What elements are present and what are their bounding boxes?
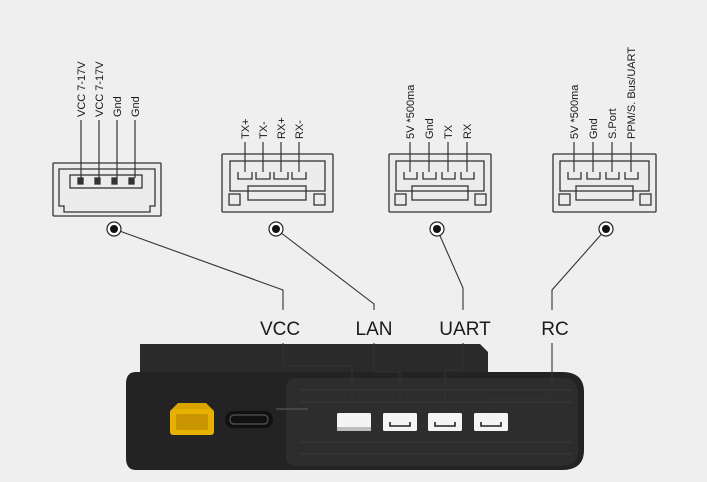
port-label-rc: RC [541,319,568,340]
device-ribs [300,389,572,455]
pin-label: VCC 7-17V [94,61,106,117]
pin-labels-uart: 5V *500ma Gnd TX RX [405,84,474,139]
device-socket-vcc [337,413,371,431]
leader-uart [436,228,464,310]
marker-dot-lan [268,221,284,237]
connector-vcc [52,162,162,217]
pin-labels-lan: TX+ TX- RX+ RX- [240,117,306,139]
pin-label: RX- [294,120,306,139]
pin-label: Gnd [112,96,124,117]
port-label-lan: LAN [356,319,393,340]
device-socket-lan [383,413,417,431]
pin-label: VCC 7-17V [76,61,88,117]
pin-label: RX+ [276,117,288,139]
leader-lan [275,228,375,310]
marker-dot-uart [429,221,445,237]
port-label-uart: UART [439,319,491,340]
pin-leads [80,120,632,178]
leader-uart-lower [444,343,464,413]
pin-label: RX [462,123,474,139]
usb-c-port [225,408,308,428]
pin-label: Gnd [130,96,142,117]
device-socket-rc [474,413,508,431]
marker-dot-rc [598,221,614,237]
pin-label: TX+ [240,119,252,139]
pin-labels-vcc: VCC 7-17V VCC 7-17V Gnd Gnd [76,61,142,117]
device-upper-shell [140,344,488,378]
marker-dot-vcc [106,221,122,237]
pin-label: TX [443,124,455,139]
leader-rc [551,228,607,310]
connector-lan [221,153,334,213]
port-label-vcc: VCC [260,319,300,340]
pin-label: 5V *500ma [569,84,581,139]
power-connector [170,403,214,435]
leader-lines [113,228,607,413]
device-body [126,344,584,470]
connector-rc [552,153,657,213]
pin-label: S.Port [607,108,619,139]
pin-labels-rc: 5V *500ma Gnd S.Port PPM/S. Bus/UART [569,47,638,139]
pin-label: Gnd [588,118,600,139]
leader-lan-lower [373,343,401,413]
pin-label: TX- [258,121,270,139]
connector-uart [388,153,492,213]
pin-label: PPM/S. Bus/UART [626,47,638,139]
marker-dots [106,221,614,237]
leader-vcc [113,228,284,310]
leader-vcc-lower [282,343,353,413]
device-socket-uart [428,413,462,431]
pin-label: Gnd [424,118,436,139]
pin-label: 5V *500ma [405,84,417,139]
leader-rc-lower [490,343,553,413]
